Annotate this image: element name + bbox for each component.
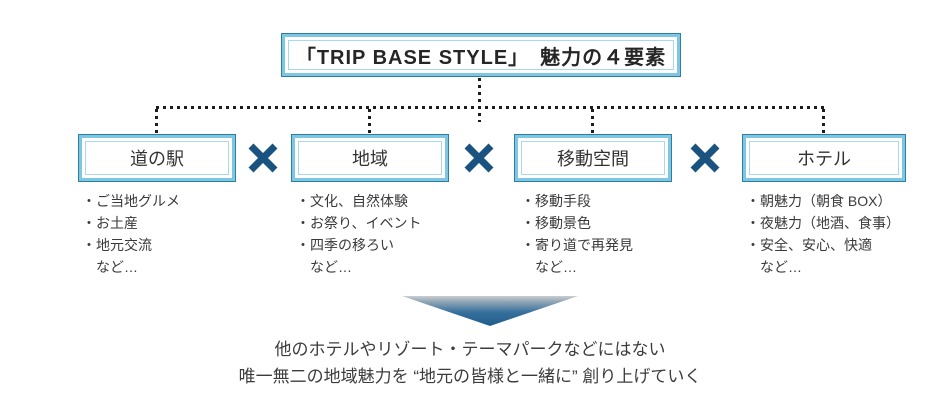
node-idokukan: 移動空間 bbox=[514, 134, 672, 182]
list-item: ・お祭り、イベント bbox=[296, 215, 422, 231]
conclusion-line-2: 唯一無二の地域魅力を “地元の皆様と一緒に” 創り上げていく bbox=[238, 367, 702, 386]
list-item: ・朝魅力（朝食 BOX） bbox=[746, 193, 892, 209]
list-item: ・お土産 bbox=[82, 215, 138, 231]
node-hotel: ホテル bbox=[742, 134, 906, 182]
node-chiiki-label: 地域 bbox=[298, 141, 442, 175]
list-michinoeki: ・ご当地グルメ ・お土産 ・地元交流 など… bbox=[82, 190, 180, 278]
node-idokukan-frame: 移動空間 bbox=[515, 135, 671, 181]
list-item: ・夜魅力（地酒、食事） bbox=[746, 215, 900, 231]
node-michinoeki-label: 道の駅 bbox=[85, 141, 229, 175]
list-etc: など… bbox=[96, 259, 138, 275]
node-chiiki-frame: 地域 bbox=[292, 135, 448, 181]
list-hotel: ・朝魅力（朝食 BOX） ・夜魅力（地酒、食事） ・安全、安心、快適 など… bbox=[746, 190, 900, 278]
list-etc: など… bbox=[535, 259, 577, 275]
list-item: ・文化、自然体験 bbox=[296, 193, 408, 209]
list-item: ・ご当地グルメ bbox=[82, 193, 180, 209]
list-item: ・四季の移ろい bbox=[296, 237, 394, 253]
list-etc: など… bbox=[310, 259, 352, 275]
connector-title-drop bbox=[478, 78, 481, 122]
node-michinoeki-frame: 道の駅 bbox=[79, 135, 235, 181]
down-arrow-icon bbox=[402, 296, 578, 326]
connector-stub-michinoeki bbox=[155, 109, 158, 134]
node-michinoeki: 道の駅 bbox=[78, 134, 236, 182]
list-chiiki: ・文化、自然体験 ・お祭り、イベント ・四季の移ろい など… bbox=[296, 190, 421, 278]
conclusion: 他のホテルやリゾート・テーマパークなどにはない 唯一無二の地域魅力を “地元の皆… bbox=[0, 336, 940, 390]
list-item: ・移動景色 bbox=[521, 215, 591, 231]
multiply-icon bbox=[245, 140, 281, 176]
connector-stub-chiiki bbox=[368, 109, 371, 134]
conclusion-line-1: 他のホテルやリゾート・テーマパークなどにはない bbox=[274, 340, 666, 359]
list-idokukan: ・移動手段 ・移動景色 ・寄り道で再発見 など… bbox=[521, 190, 633, 278]
list-item: ・寄り道で再発見 bbox=[521, 237, 633, 253]
list-item: ・移動手段 bbox=[521, 193, 591, 209]
title-box: 「TRIP BASE STYLE」 魅力の４要素 bbox=[281, 33, 681, 77]
multiply-icon bbox=[687, 140, 723, 176]
diagram-title: 「TRIP BASE STYLE」 魅力の４要素 bbox=[288, 40, 674, 70]
node-idokukan-label: 移動空間 bbox=[521, 141, 665, 175]
multiply-icon bbox=[461, 140, 497, 176]
list-etc: など… bbox=[760, 259, 802, 275]
list-item: ・安全、安心、快適 bbox=[746, 237, 872, 253]
title-box-frame: 「TRIP BASE STYLE」 魅力の４要素 bbox=[282, 34, 680, 76]
connector-stub-idokukan bbox=[591, 109, 594, 134]
node-hotel-frame: ホテル bbox=[743, 135, 905, 181]
node-hotel-label: ホテル bbox=[749, 141, 899, 175]
node-chiiki: 地域 bbox=[291, 134, 449, 182]
list-item: ・地元交流 bbox=[82, 237, 152, 253]
connector-horizontal bbox=[156, 106, 824, 109]
connector-stub-hotel bbox=[822, 109, 825, 134]
